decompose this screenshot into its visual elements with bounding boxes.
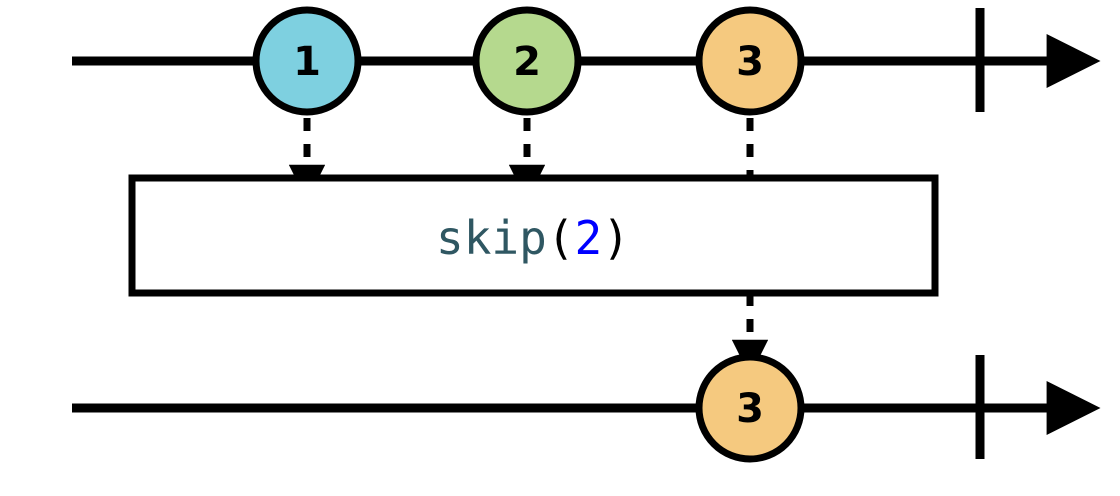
marble-label: 3 bbox=[736, 39, 764, 85]
dashed-connectors-input bbox=[288, 118, 754, 202]
operator-label: skip(2) bbox=[436, 211, 630, 265]
marble-circle[interactable] bbox=[472, 6, 582, 116]
operator-label-close-paren: ) bbox=[602, 211, 630, 265]
result-marble-3[interactable]: 3 bbox=[695, 353, 805, 463]
result-timeline: 3 bbox=[72, 353, 1101, 463]
source-marble-1[interactable]: 1 bbox=[252, 6, 362, 116]
marble-circle[interactable] bbox=[695, 353, 805, 463]
operator-label-name: skip bbox=[436, 211, 547, 265]
operator-label-argument: 2 bbox=[575, 211, 603, 265]
marble-label: 1 bbox=[293, 39, 321, 85]
operator-box-rect[interactable] bbox=[128, 174, 939, 297]
marble-label: 2 bbox=[513, 39, 541, 85]
marble-label: 3 bbox=[736, 386, 764, 432]
source-marble-3[interactable]: 3 bbox=[695, 6, 805, 116]
source-marble-2[interactable]: 2 bbox=[472, 6, 582, 116]
operator-box[interactable]: skip(2) bbox=[128, 174, 939, 297]
marble-circle[interactable] bbox=[695, 6, 805, 116]
marble-circle[interactable] bbox=[252, 6, 362, 116]
source-timeline: 1 2 3 bbox=[72, 6, 1101, 116]
operator-label-open-paren: ( bbox=[547, 211, 575, 265]
